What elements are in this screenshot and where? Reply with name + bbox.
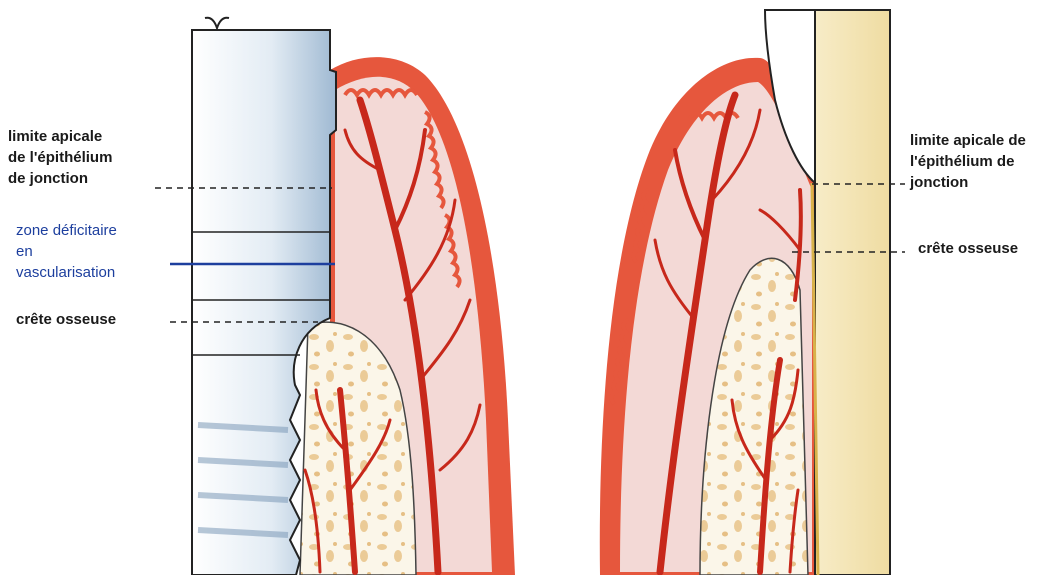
implant-panel (155, 18, 515, 575)
tooth-root (815, 10, 890, 575)
epithelium-label-left-line3: de jonction (8, 168, 112, 189)
deficient-zone-label-line2: en (16, 241, 117, 262)
epithelium-label-left-line1: limite apicale (8, 126, 112, 147)
epithelium-label-right: limite apicale de l'épithélium de joncti… (910, 130, 1026, 193)
epithelium-label-right-line2: l'épithélium de (910, 151, 1026, 172)
epithelium-label-right-line1: limite apicale de (910, 130, 1026, 151)
tooth-panel (600, 10, 905, 575)
epithelium-label-left-line2: de l'épithélium (8, 147, 112, 168)
bone-crest-label-left-text: crête osseuse (16, 309, 116, 330)
bone-crest-label-right-text: crête osseuse (918, 238, 1018, 259)
deficient-zone-label-line1: zone déficitaire (16, 220, 117, 241)
epithelium-label-right-line3: jonction (910, 172, 1026, 193)
deficient-zone-label: zone déficitaire en vascularisation (16, 220, 117, 283)
bone-crest-label-right: crête osseuse (918, 238, 1018, 259)
screw-head-icon (205, 18, 229, 28)
deficient-zone-label-line3: vascularisation (16, 262, 117, 283)
bone-crest-label-left: crête osseuse (16, 309, 116, 330)
epithelium-label-left: limite apicale de l'épithélium de joncti… (8, 126, 112, 189)
